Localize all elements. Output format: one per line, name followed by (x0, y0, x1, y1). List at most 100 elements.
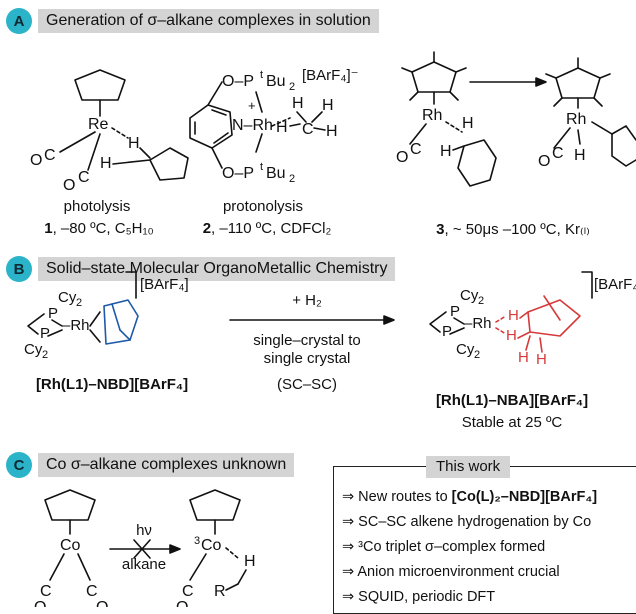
svg-text:H: H (506, 327, 517, 344)
svg-text:Bu: Bu (266, 73, 286, 90)
this-work-list: ⇒ New routes to [Co(L)₂–NBD][BArF₄] ⇒ SC… (342, 485, 597, 610)
svg-text:2: 2 (478, 295, 484, 307)
svg-text:C: C (302, 121, 314, 138)
svg-text:C: C (410, 141, 422, 158)
svg-text:+: + (248, 98, 256, 113)
compound-3-structure: Rh O C H H (396, 51, 497, 187)
section-a-header: A Generation of σ–alkane complexes in so… (6, 8, 379, 34)
svg-text:Co: Co (201, 537, 222, 554)
reaction-b-arrow (229, 315, 395, 325)
co-hv-label: hν (136, 522, 152, 539)
svg-text:O: O (538, 153, 550, 170)
svg-text:2: 2 (289, 173, 295, 185)
svg-text:2: 2 (42, 349, 48, 361)
svg-text:C: C (78, 169, 90, 186)
svg-text:O–P: O–P (222, 73, 254, 90)
reaction-b-condition-3: (SC–SC) (276, 376, 337, 393)
svg-text:C: C (86, 583, 98, 600)
svg-text:P: P (40, 325, 50, 342)
this-work-item: ⇒ SQUID, periodic DFT (342, 589, 496, 605)
svg-text:H: H (536, 351, 547, 368)
co-product-structure: 3 Co C O H R (176, 489, 256, 607)
svg-text:H: H (322, 97, 334, 114)
svg-text:O: O (96, 599, 108, 607)
svg-text:Cy: Cy (456, 341, 475, 358)
compound-3-id: 3 (436, 221, 445, 238)
svg-text:–Rh: –Rh (62, 317, 90, 334)
svg-text:–Rh: –Rh (464, 315, 492, 332)
compound-3-arrow (469, 77, 547, 87)
reaction-b-reagent: + H₂ (292, 292, 322, 309)
co-reactant-structure: Co C C O O (34, 489, 108, 607)
this-work-box: This work ⇒ New routes to [Co(L)₂–NBD][B… (333, 456, 636, 614)
this-work-item: ⇒ ³Co triplet σ–complex formed (342, 539, 546, 555)
compound-1-method: photolysis (63, 198, 131, 215)
svg-text:H: H (574, 147, 586, 164)
compound-1-id: 1 (44, 220, 53, 237)
svg-text:3: 3 (194, 535, 200, 547)
svg-text:Rh: Rh (422, 107, 442, 124)
svg-text:N–Rh: N–Rh (232, 117, 273, 134)
reactant-b-structure: Cy 2 P P –Rh Cy 2 (24, 271, 139, 361)
product-b-anion: [BArF₄] (594, 276, 636, 293)
reaction-b-condition-2: single crystal (263, 350, 351, 367)
svg-text:C: C (552, 145, 564, 162)
compound-1-structure: Re O C O C H H (30, 69, 189, 194)
svg-text:Cy: Cy (58, 289, 77, 306)
svg-text:O: O (63, 177, 75, 194)
compound-3-caption: 3, ~ 50μs –100 ºC, Kr₍ₗ₎ (398, 220, 628, 238)
compound-2-structure: O–P t Bu 2 N–Rh + O–P t Bu 2 H C H H H (189, 69, 338, 185)
svg-text:C: C (44, 147, 56, 164)
svg-text:H: H (518, 349, 529, 366)
section-c-header: C Co σ–alkane complexes unknown (6, 452, 295, 478)
svg-text:H: H (244, 553, 256, 570)
compound-2-id: 2 (202, 220, 212, 237)
this-work-title: This work (426, 456, 511, 478)
co-blocked-arrow (109, 539, 181, 559)
svg-text:H: H (326, 123, 338, 140)
svg-text:2: 2 (289, 81, 295, 93)
svg-text:Re: Re (88, 116, 109, 133)
product-b-stability: Stable at 25 ºC (461, 414, 563, 431)
this-work-item: ⇒ Anion microenvironment crucial (342, 564, 560, 580)
svg-text:P: P (48, 305, 58, 322)
svg-text:Rh: Rh (566, 111, 586, 128)
svg-text:H: H (462, 115, 474, 132)
section-b-badge: B (6, 256, 32, 282)
compound-1-conditions: , –80 ºC, C₅H₁₀ (52, 220, 154, 237)
svg-text:C: C (182, 583, 194, 600)
svg-text:H: H (276, 119, 288, 136)
this-work-item: ⇒ SC–SC alkene hydrogenation by Co (342, 514, 592, 530)
svg-text:H: H (128, 135, 140, 152)
compound-2-caption: 2, –110 ºC, CDFCl₂ (182, 220, 352, 237)
co-alkane-label: alkane (121, 556, 167, 573)
svg-text:t: t (260, 69, 263, 81)
this-work-item: ⇒ New routes to [Co(L)₂–NBD][BArF₄] (342, 489, 598, 505)
compound-2-anion: [BArF₄]⁻ (302, 67, 359, 84)
svg-text:O: O (396, 149, 408, 166)
section-a-badge: A (6, 8, 32, 34)
svg-text:O–P: O–P (222, 165, 254, 182)
svg-text:P: P (450, 303, 460, 320)
reactant-b-anion: [BArF₄] (140, 276, 189, 293)
svg-text:2: 2 (474, 349, 480, 361)
svg-text:Co: Co (60, 537, 81, 554)
svg-text:t: t (260, 161, 263, 173)
reaction-b-condition-1: single–crystal to (253, 332, 361, 349)
svg-text:O: O (34, 599, 46, 607)
compound-3-conditions: , ~ 50μs –100 ºC, Kr₍ₗ₎ (444, 221, 590, 238)
section-c-title: Co σ–alkane complexes unknown (38, 453, 295, 477)
svg-text:P: P (442, 323, 452, 340)
svg-text:H: H (440, 143, 452, 160)
compound-2-method: protonolysis (222, 198, 304, 215)
svg-text:H: H (508, 307, 519, 324)
section-a-title: Generation of σ–alkane complexes in solu… (38, 9, 379, 33)
compound-1-caption: 1, –80 ºC, C₅H₁₀ (14, 220, 184, 237)
product-b-name: [Rh(L1)–NBA][BArF₄] (435, 392, 589, 409)
svg-text:C: C (40, 583, 52, 600)
section-c-badge: C (6, 452, 32, 478)
svg-text:O: O (30, 152, 42, 169)
svg-text:H: H (100, 155, 112, 172)
svg-text:Bu: Bu (266, 165, 286, 182)
